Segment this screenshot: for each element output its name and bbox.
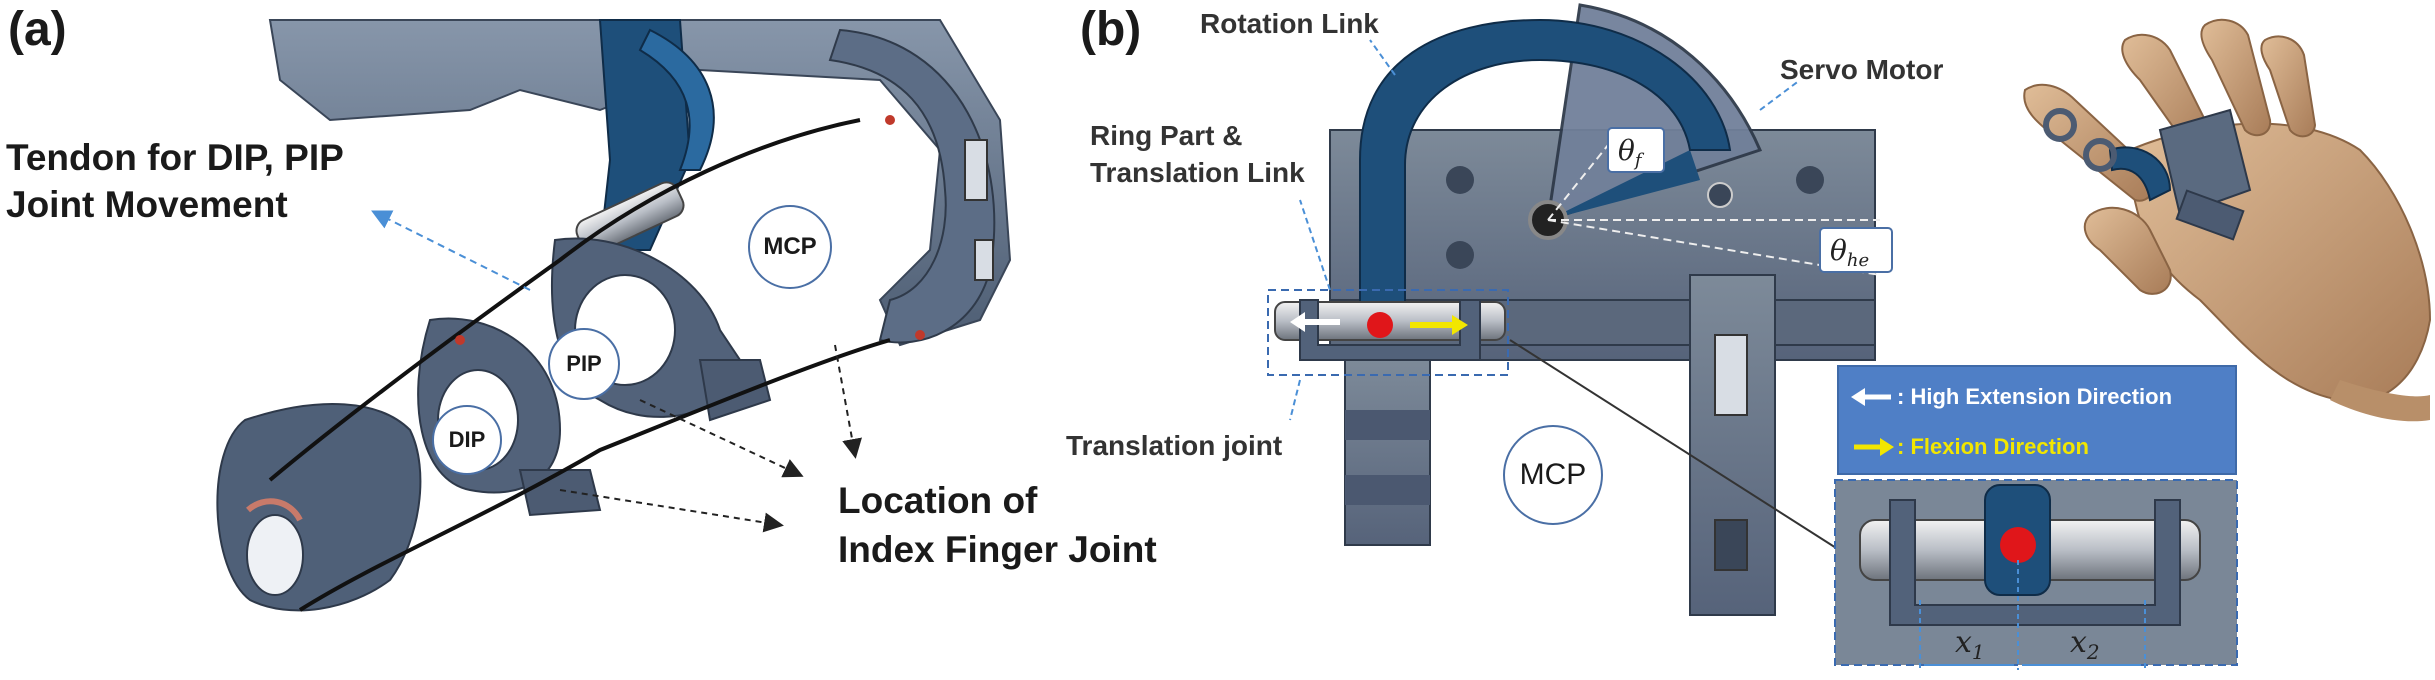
tendon-label-line1: Tendon for DIP, PIP bbox=[6, 137, 344, 178]
dip-joint-label: DIP bbox=[432, 405, 502, 475]
translation-joint-label: Translation joint bbox=[1066, 430, 1283, 461]
hand-exo-ring-1 bbox=[2043, 108, 2077, 142]
zoom-leader bbox=[1509, 339, 1856, 561]
base-hole-2 bbox=[1446, 241, 1474, 269]
location-leader-pip bbox=[639, 399, 804, 478]
dip-tab bbox=[518, 469, 602, 517]
hand-exo-servo bbox=[2158, 108, 2252, 217]
direction-legend: : High Extension Direction : Flexion Dir… bbox=[1837, 365, 2237, 475]
ring-leg-1 bbox=[1344, 359, 1431, 546]
servo-motor-label: Servo Motor bbox=[1780, 54, 1944, 85]
servo-leg-slot-1 bbox=[1714, 334, 1748, 416]
x2-label: x2 bbox=[2070, 625, 2100, 664]
legend-arrows bbox=[1851, 388, 1894, 456]
mcp-slot bbox=[964, 139, 988, 201]
mcp-joint-label-a: MCP bbox=[748, 205, 832, 289]
red-marker-main bbox=[1367, 312, 1393, 338]
theta-f-symbol: θ bbox=[1618, 134, 1635, 167]
x2-symbol: x bbox=[2070, 625, 2087, 660]
x1-symbol: x bbox=[1955, 625, 1972, 660]
hand-render bbox=[2023, 18, 2432, 422]
hand-finger-little bbox=[2260, 35, 2317, 138]
ring-part-label-line1: Ring Part & bbox=[1090, 120, 1243, 151]
mcp-joint-label-b: MCP bbox=[1503, 425, 1603, 525]
servo-motor-leader bbox=[1759, 79, 1801, 111]
tendon-cable-2 bbox=[298, 338, 891, 612]
panel-b-label: (b) bbox=[1080, 3, 1142, 56]
legend-extension-arrowhead bbox=[1851, 388, 1865, 406]
theta-he-text: θhe bbox=[1830, 234, 1869, 271]
hand-exo-ring-3 bbox=[2175, 189, 2245, 241]
theta-he-sub: he bbox=[1847, 250, 1869, 271]
translation-joint-leader bbox=[1289, 379, 1301, 421]
blue-link-curve bbox=[638, 28, 715, 171]
x1-label: x1 bbox=[1955, 625, 1985, 664]
red-anchor-3 bbox=[455, 335, 465, 345]
rotation-link-arc bbox=[1359, 18, 1732, 321]
theta-he-label-box bbox=[1819, 227, 1893, 273]
extension-arrowhead-main bbox=[1290, 312, 1305, 332]
hand-exo-link bbox=[2108, 146, 2172, 202]
fingertip-nail bbox=[246, 498, 303, 522]
pip-joint-label: PIP bbox=[548, 328, 620, 400]
location-label-line1: Location of bbox=[838, 480, 1038, 521]
red-anchor-2 bbox=[915, 330, 925, 340]
panel-a-label: (a) bbox=[8, 3, 67, 56]
legend-flexion: : Flexion Direction bbox=[1897, 434, 2089, 459]
location-leader-mcp bbox=[834, 344, 862, 459]
hand-finger-ring bbox=[2200, 18, 2272, 137]
ring-part-label-line2: Translation Link bbox=[1090, 157, 1305, 188]
fingertip-opening bbox=[246, 514, 304, 596]
red-anchor-1 bbox=[885, 115, 895, 125]
legend-flexion-arrowhead bbox=[1880, 438, 1894, 456]
zoom-inset-red-marker bbox=[2000, 527, 2036, 563]
theta-f-label: θf bbox=[1607, 127, 1665, 173]
translation-dashed-box bbox=[1267, 289, 1509, 376]
ring-part-leader bbox=[1299, 199, 1331, 291]
panel-b-mechanism bbox=[1267, 3, 2238, 670]
base-hole-3 bbox=[1796, 166, 1824, 194]
theta-f-label-box bbox=[1607, 127, 1665, 173]
tendon-label-line2: Joint Movement bbox=[6, 184, 288, 225]
theta-he-symbol: θ bbox=[1830, 234, 1847, 267]
hand-exo-ring-2 bbox=[2083, 138, 2117, 172]
x1-sub: 1 bbox=[1972, 640, 1985, 664]
rotation-link-label: Rotation Link bbox=[1200, 8, 1379, 39]
ring-leg-1c bbox=[1345, 475, 1430, 505]
servo-leg-slot-2 bbox=[1714, 519, 1748, 571]
hand-wrist bbox=[2330, 380, 2430, 422]
tendon-cable-1 bbox=[268, 118, 861, 482]
x2-sub: 2 bbox=[2086, 640, 2100, 664]
ring-leg-1b bbox=[1345, 410, 1430, 440]
pip-tab bbox=[698, 359, 772, 422]
location-leader-dip bbox=[559, 489, 784, 533]
hand-thumb bbox=[2083, 206, 2172, 295]
flexion-arrowhead-main bbox=[1452, 315, 1468, 335]
location-label-line2: Index Finger Joint bbox=[838, 529, 1157, 570]
base-hole-1 bbox=[1446, 166, 1474, 194]
theta-he-label: θhe bbox=[1819, 227, 1893, 273]
legend-high-extension: : High Extension Direction bbox=[1897, 384, 2173, 409]
mcp-slot-2 bbox=[974, 239, 994, 281]
tendon-leader bbox=[371, 210, 531, 291]
servo-screw bbox=[1707, 182, 1733, 208]
rotation-link-leader bbox=[1369, 39, 1396, 76]
